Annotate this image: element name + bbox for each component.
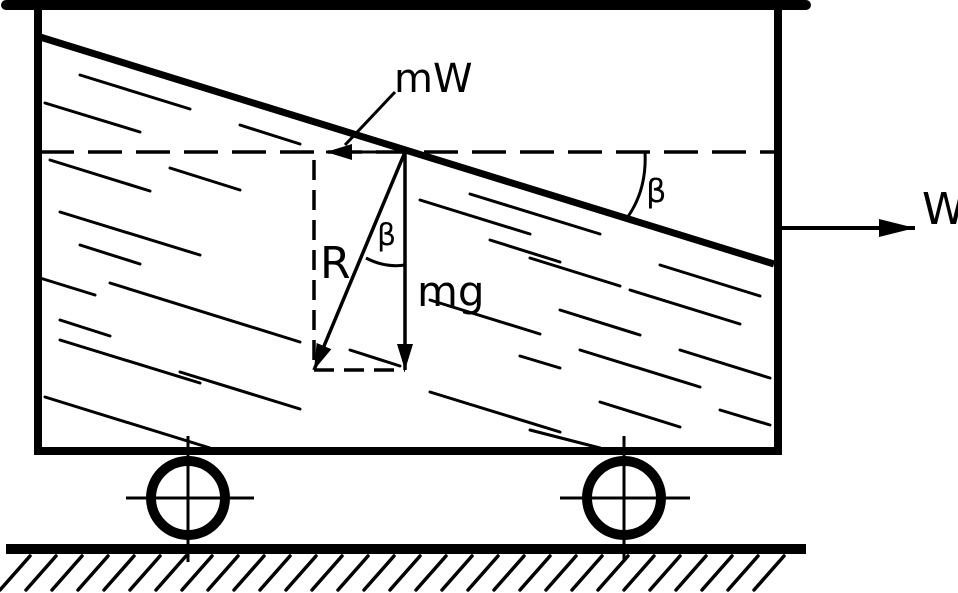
- force-rectangle: [312, 160, 405, 372]
- inner-angle-arc: [365, 256, 406, 268]
- right-wheel: [560, 436, 690, 562]
- label-mg: mg: [417, 267, 485, 316]
- liquid-hatching: [38, 73, 772, 450]
- ground-hatching: [0, 554, 786, 592]
- label-w: W: [922, 184, 958, 235]
- tank-walls: [34, 5, 782, 455]
- surface-angle-arc: [625, 151, 647, 219]
- resultant-force-arrow: [312, 151, 407, 371]
- label-r: R: [320, 238, 351, 289]
- label-mw: mW: [394, 56, 473, 102]
- left-wheel: [126, 436, 254, 562]
- label-beta-inner: β: [377, 218, 396, 253]
- label-beta-surface: β: [646, 172, 666, 210]
- mw-leader-line: [343, 90, 397, 147]
